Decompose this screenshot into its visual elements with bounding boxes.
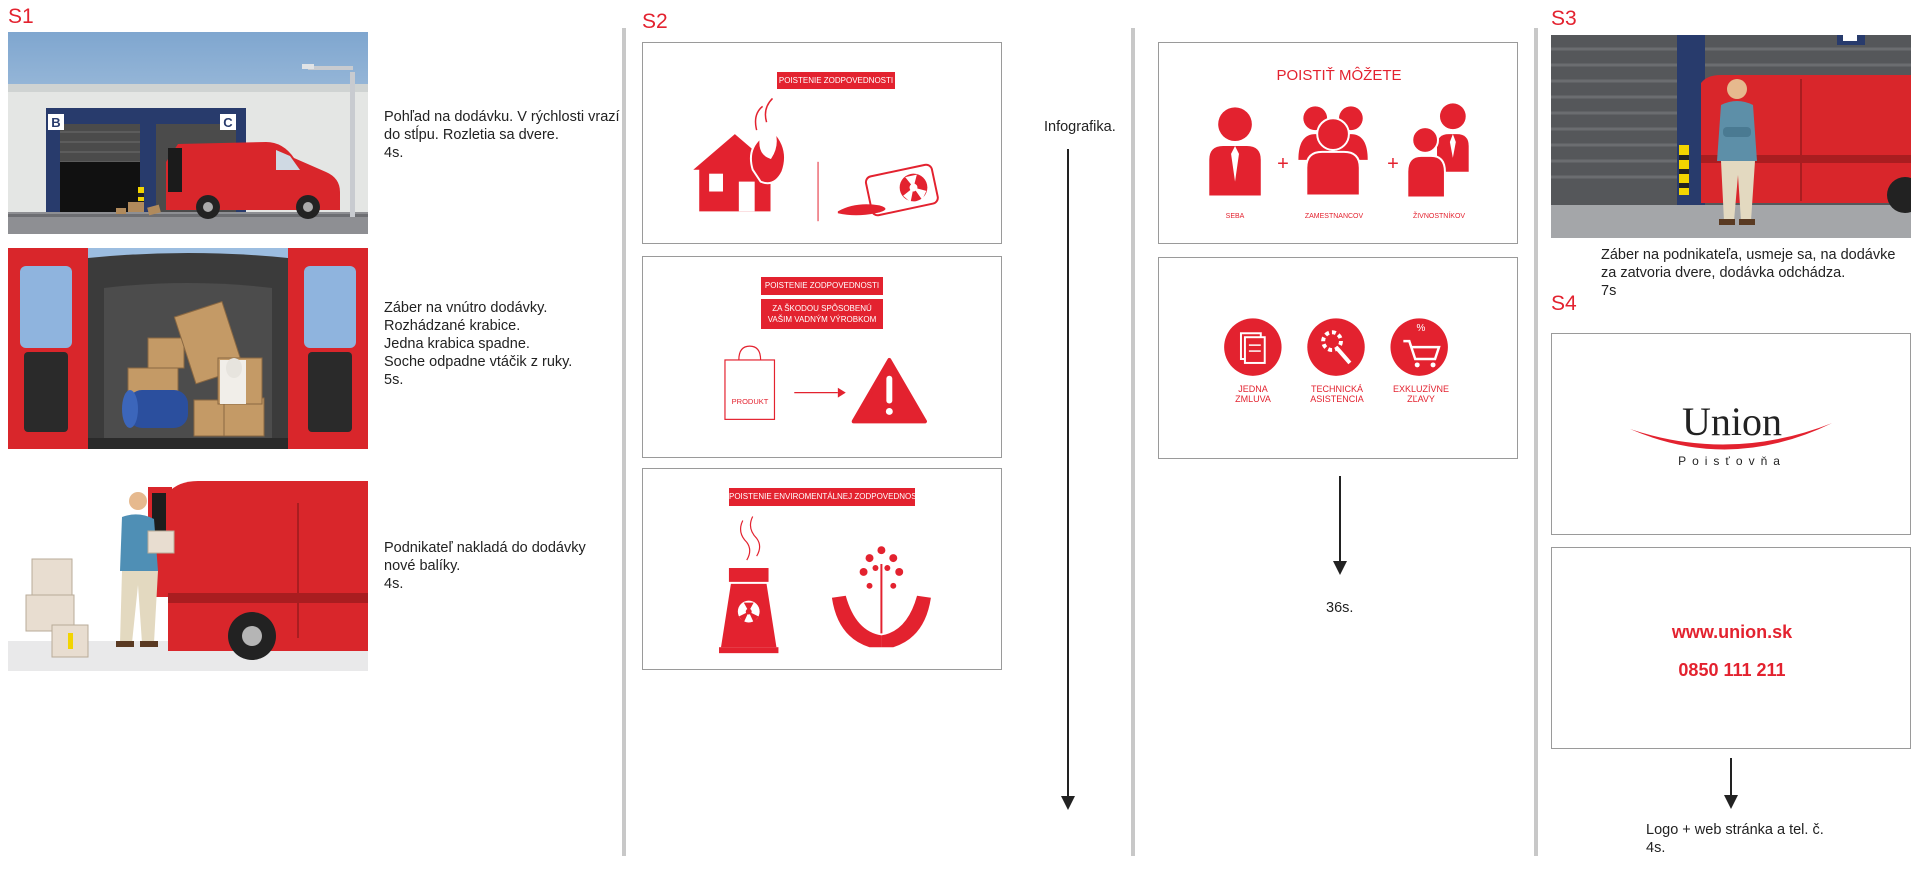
shot-s4-description: Logo + web stránka a tel. č. 4s. [1646,822,1824,856]
infographic-card-liability: POISTENIE ZODPOVEDNOSTI [642,42,1002,244]
card-subtitle-line: VAŠIM VADNÝM VÝROBKOM [767,315,877,324]
door-letter-c: C [223,115,233,130]
union-logo-swoosh [1630,423,1832,450]
burning-house-and-barrel-icon [693,97,939,222]
contact-card: www.union.sk 0850 111 211 [1551,547,1911,749]
phone-number: 0850 111 211 [1678,660,1786,680]
infographic-card-environmental-liability: POISTENIE ENVIROMENTÁLNEJ ZODPOVEDNOSTI [642,468,1002,670]
section-label-s1: S1 [8,5,34,28]
card-title: POISTENIE ZODPOVEDNOSTI [777,72,895,89]
shot-van-interior-illustration [8,248,368,449]
benefit-circle-icons [1224,318,1448,376]
product-label: PRODUKT [731,397,769,406]
card-subtitle: ZA ŠKODOU SPÔSOBENÚ VAŠIM VADNÝM VÝROBKO… [761,299,883,329]
column-divider [1131,28,1135,856]
card-subtitle-line: ZA ŠKODOU SPÔSOBENÚ [772,304,872,313]
benefit-label-line: ZMLUVA [1235,394,1271,404]
card-title: POISTIŤ MÔŽETE [1276,67,1402,84]
section-label-s2: S2 [642,10,668,33]
benefit-label-line: TECHNICKÁ [1310,384,1363,394]
card-title: POISTENIE ZODPOVEDNOSTI [761,277,883,295]
product-bag-and-warning-icon [724,345,927,424]
plus-sign: + [1387,153,1399,175]
website-url: www.union.sk [1671,622,1793,642]
column-divider [622,28,626,856]
card-title: POISTENIE ENVIROMENTÁLNEJ ZODPOVEDNOSTI [729,488,924,506]
infographic-duration: 36s. [1326,600,1354,616]
column-divider [1534,28,1538,856]
logo-card: Union Poisťovňa [1551,333,1911,535]
benefit-label-line: EXKLUZÍVNE [1392,384,1450,394]
people-label-employees: ZAMESTNANCOV [1304,213,1364,220]
shot-loading-packages-illustration [8,473,368,671]
shot-businessman-smiling-illustration [1551,35,1911,238]
benefit-label-exclusive-discounts: EXKLUZÍVNE ZĽAVY [1371,384,1471,404]
shot-van-crash-illustration: B C [8,32,368,234]
section-label-s4: S4 [1551,292,1577,315]
people-label-self: SEBA [1225,213,1245,220]
infographic-card-benefits: % JEDNA ZMLUVA TECHNICKÁ ASISTENCIA EXKL… [1158,257,1518,459]
benefit-label-line: JEDNA [1238,384,1268,394]
people-icons [1209,103,1469,199]
timeline-arrow [1333,476,1347,575]
reactor-and-hands-tree-icon [719,516,931,654]
shot1-description: Pohľad na dodávku. V rýchlosti vrazí do … [384,109,620,161]
infographic-note: Infografika. [1044,119,1116,135]
shot-s3-description: Záber na podnikateľa, usmeje sa, na dodá… [1601,247,1896,299]
shot2-description: Záber na vnútro dodávky. Rozhádzané krab… [384,300,573,388]
plus-sign: + [1277,153,1289,175]
shot3-description: Podnikateľ nakladá do dodávky nové balík… [384,540,586,592]
people-label-tradesmen: ŽIVNOSTNÍKOV [1412,213,1466,220]
infographic-card-who-to-insure: POISTIŤ MÔŽETE + + SEBA ZAMESTNANCOV ŽIV… [1158,42,1518,244]
door-letter-b: B [51,115,60,130]
percent-sign: % [1416,323,1426,334]
timeline-arrow [1724,758,1738,809]
benefit-label-line: ZĽAVY [1407,394,1435,404]
section-label-s3: S3 [1551,7,1577,30]
infographic-card-product-liability: POISTENIE ZODPOVEDNOSTI ZA ŠKODOU SPÔSOB… [642,256,1002,458]
timeline-arrow [1061,149,1075,810]
benefit-label-technical-assistance: TECHNICKÁ ASISTENCIA [1287,384,1387,404]
benefit-label-line: ASISTENCIA [1310,394,1364,404]
union-logo-wordmark: Union [1682,399,1782,444]
benefit-label-one-contract: JEDNA ZMLUVA [1203,384,1303,404]
union-logo-subtitle: Poisťovňa [1678,454,1786,468]
